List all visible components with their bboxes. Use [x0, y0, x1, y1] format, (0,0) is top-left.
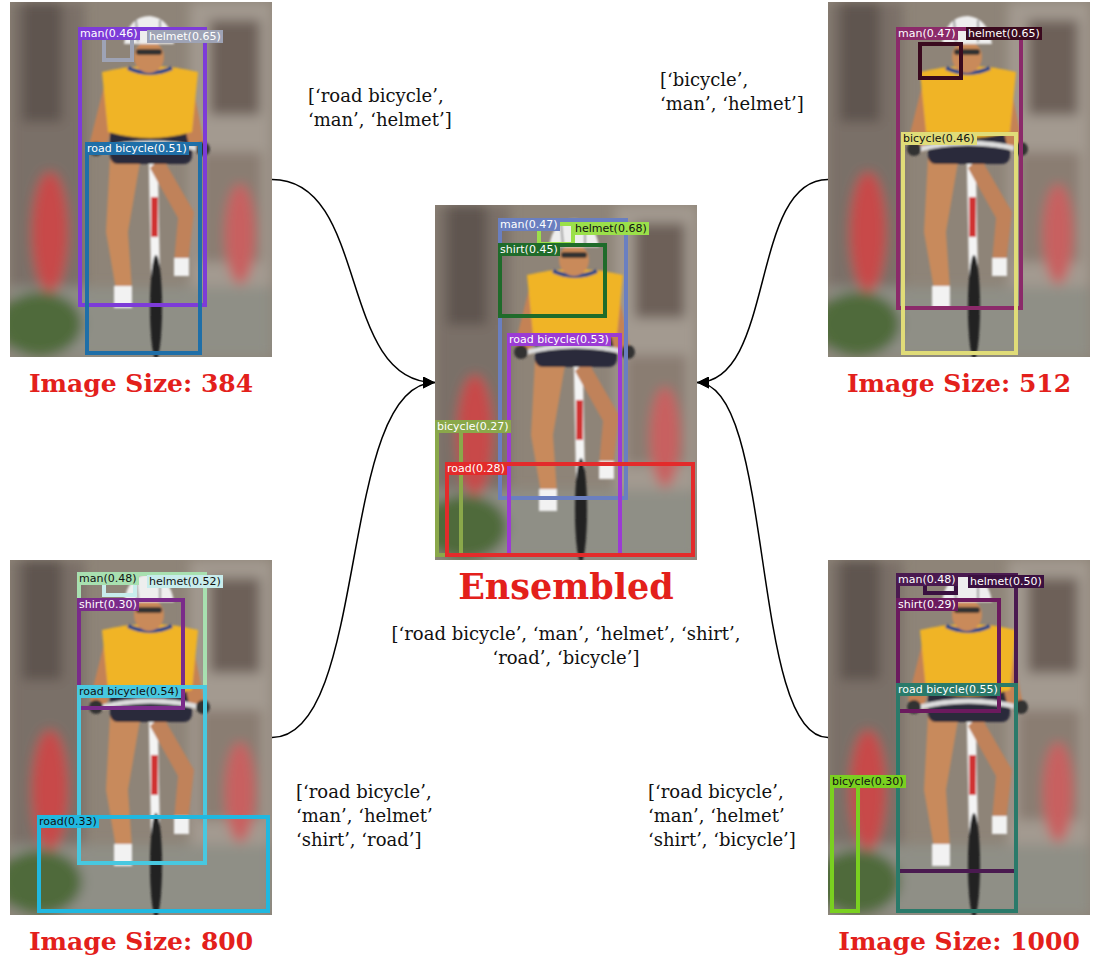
detection-label: man(0.48): [77, 572, 139, 585]
image-panel: Image Size: 1000man(0.48)helmet(0.50)shi…: [828, 560, 1090, 915]
class-list: [‘road bicycle’, ‘man’, ‘helmet’]: [308, 84, 473, 132]
detection-label: man(0.48): [896, 573, 958, 586]
detection-box: road bicycle(0.55): [896, 683, 1018, 913]
detection-box: helmet(0.65): [918, 42, 963, 80]
detection-label: bicycle(0.30): [830, 775, 906, 788]
connector-arrow: [272, 383, 435, 738]
detection-label: road bicycle(0.53): [507, 333, 611, 346]
image-size-heading: Image Size: 800: [0, 927, 332, 957]
detection-label: helmet(0.68): [573, 222, 649, 235]
detection-label: man(0.47): [896, 27, 958, 40]
detection-box: bicycle(0.30): [830, 775, 860, 913]
image-panel: Ensembledman(0.47)helmet(0.68)shirt(0.45…: [435, 205, 697, 560]
detection-label: shirt(0.29): [896, 598, 958, 611]
detection-label: road bicycle(0.54): [77, 685, 181, 698]
image-panel: Image Size: 384man(0.46)helmet(0.65)road…: [10, 2, 272, 357]
photo-illustration: [828, 2, 1090, 357]
detection-label: road bicycle(0.55): [896, 683, 1000, 696]
detection-box: shirt(0.45): [498, 243, 607, 318]
image-size-heading: Image Size: 1000: [768, 927, 1094, 957]
class-list: [‘road bicycle’, ‘man’, ‘helmet’ ‘shirt’…: [296, 780, 461, 852]
detection-label: man(0.47): [498, 218, 560, 231]
detection-box: road bicycle(0.53): [507, 333, 622, 557]
class-list: [‘bicycle’, ‘man’, ‘helmet’]: [660, 68, 810, 116]
detection-label: road(0.28): [445, 462, 507, 475]
detection-box: bicycle(0.27): [435, 420, 463, 557]
connector-arrow: [272, 180, 435, 383]
detection-box: road(0.33): [37, 815, 270, 913]
detection-label: helmet(0.52): [147, 575, 223, 588]
detection-label: bicycle(0.27): [435, 420, 511, 433]
detection-label: shirt(0.30): [77, 598, 139, 611]
image-size-heading: Image Size: 384: [0, 369, 332, 399]
photo-illustration: [435, 205, 697, 560]
detection-box: road(0.28): [445, 462, 695, 557]
detection-box: road bicycle(0.51): [85, 142, 202, 355]
detection-label: bicycle(0.46): [901, 132, 977, 145]
detection-label: helmet(0.65): [966, 27, 1042, 40]
detection-label: helmet(0.65): [147, 30, 223, 43]
ensembled-heading: Ensembled: [375, 566, 757, 608]
image-panel: Image Size: 512man(0.47)helmet(0.65)bicy…: [828, 2, 1090, 357]
image-panel: Image Size: 800man(0.48)helmet(0.52)shir…: [10, 560, 272, 915]
connector-arrow: [697, 383, 828, 738]
detection-label: shirt(0.45): [498, 243, 560, 256]
detection-box: man(0.46): [78, 27, 207, 307]
connector-arrow: [697, 180, 828, 383]
detection-label: man(0.46): [78, 27, 140, 40]
detection-label: road bicycle(0.51): [85, 142, 189, 155]
class-list: [‘road bicycle’, ‘man’, ‘helmet’, ‘shirt…: [366, 622, 766, 670]
detection-box: man(0.47): [498, 218, 628, 500]
detection-box: road bicycle(0.54): [77, 685, 207, 865]
detection-box: bicycle(0.46): [901, 132, 1018, 355]
class-list: [‘road bicycle’, ‘man’, ‘helmet’ ‘shirt’…: [648, 780, 818, 852]
photo-illustration: [828, 560, 1090, 915]
detection-label: helmet(0.50): [968, 575, 1044, 588]
detection-label: road(0.33): [37, 815, 99, 828]
image-size-heading: Image Size: 512: [768, 369, 1094, 399]
